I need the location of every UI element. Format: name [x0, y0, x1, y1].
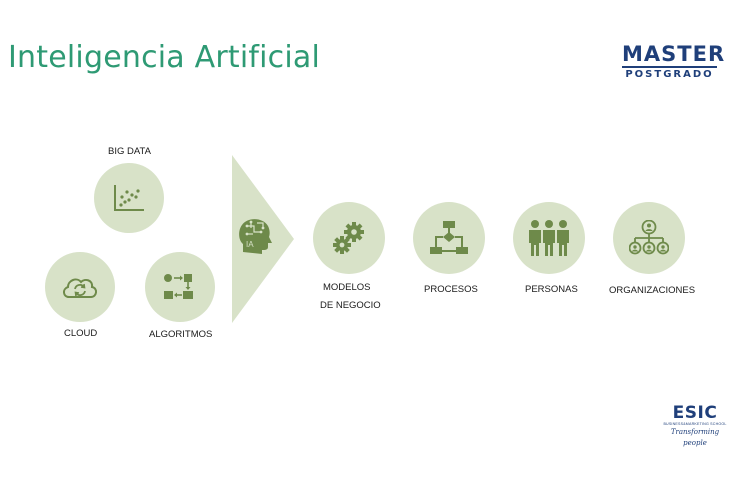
organizaciones-label: ORGANIZACIONES	[609, 285, 696, 296]
cloud-label: CLOUD	[64, 328, 98, 339]
algoritmos-circle	[145, 252, 215, 322]
master-logo-line1: MASTER	[622, 42, 726, 66]
org-chart-icon	[629, 220, 669, 255]
big-data-label: BIG DATA	[108, 146, 151, 157]
cloud-sync-icon	[63, 278, 97, 298]
cloud-circle	[45, 252, 115, 322]
ai-head-icon: IA	[239, 219, 272, 254]
algorithm-flow-icon	[164, 274, 193, 299]
personas-circle	[513, 202, 585, 274]
esic-logo-subtitle: BUSINESS&MARKETING SCHOOL	[663, 422, 727, 426]
personas-label: PERSONAS	[525, 284, 578, 295]
scatter-chart-icon	[114, 185, 144, 211]
modelos-label-line2: DE NEGOCIO	[320, 300, 381, 311]
master-logo-line2: POSTGRADO	[622, 66, 717, 81]
slide-title: Inteligencia Artificial	[8, 40, 321, 75]
flowchart-icon	[430, 221, 468, 254]
procesos-label: PROCESOS	[424, 284, 478, 295]
people-icon	[529, 220, 569, 256]
procesos-circle	[413, 202, 485, 274]
esic-logo-tagline: Transforming people	[670, 428, 720, 447]
modelos-circle	[313, 202, 385, 274]
modelos-label-line1: MODELOS	[323, 282, 371, 293]
master-postgrado-logo: MASTER POSTGRADO	[622, 42, 726, 81]
organizaciones-circle	[613, 202, 685, 274]
algoritmos-label: ALGORITMOS	[149, 329, 213, 340]
ia-label: IA	[246, 240, 254, 249]
esic-logo: ESIC BUSINESS&MARKETING SCHOOL Transform…	[660, 404, 730, 449]
gears-icon	[333, 222, 364, 254]
esic-logo-name: ESIC	[672, 403, 718, 423]
modelos-label: MODELOS DE NEGOCIO	[320, 279, 381, 315]
big-data-circle	[94, 163, 164, 233]
